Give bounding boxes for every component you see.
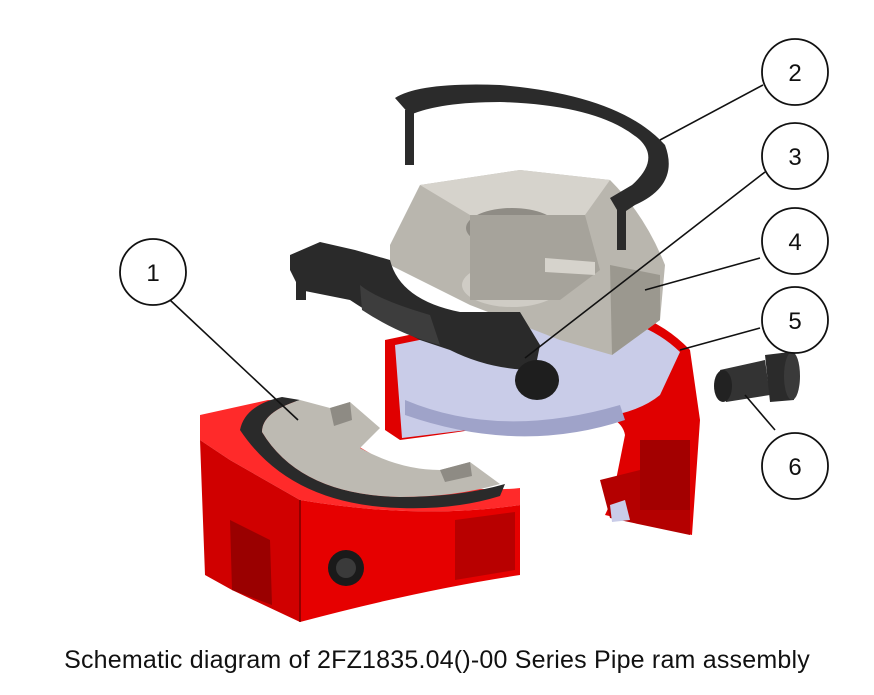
callout-5-label: 5 (788, 308, 801, 335)
callout-3: 3 (761, 122, 829, 190)
top-seal-arc (395, 84, 669, 250)
lower-packer-seal (240, 397, 505, 509)
leader-line-5 (679, 327, 761, 351)
callout-3-label: 3 (788, 144, 801, 171)
callout-2-label: 2 (788, 60, 801, 87)
leader-line-6 (744, 394, 776, 431)
leader-line-4 (644, 257, 761, 291)
callout-6-label: 6 (788, 454, 801, 481)
leader-lines (169, 84, 776, 431)
diagram-caption: Schematic diagram of 2FZ1835.04()-00 Ser… (64, 646, 810, 674)
callout-1-label: 1 (146, 260, 159, 287)
leader-line-2 (659, 84, 764, 141)
lower-ram-insert (262, 400, 500, 497)
leader-line-1 (169, 299, 299, 421)
top-seal-insert (390, 170, 665, 355)
leader-line-3 (524, 171, 766, 359)
assembly-diagram: 1 2 3 4 5 6 (119, 38, 829, 622)
callout-1: 1 (119, 238, 187, 306)
guide-pin (714, 352, 800, 402)
callout-4-label: 4 (788, 229, 801, 256)
callout-6: 6 (761, 432, 829, 500)
callout-5: 5 (761, 286, 829, 354)
callout-4: 4 (761, 207, 829, 275)
front-packer (290, 242, 559, 400)
callout-2: 2 (761, 38, 829, 106)
